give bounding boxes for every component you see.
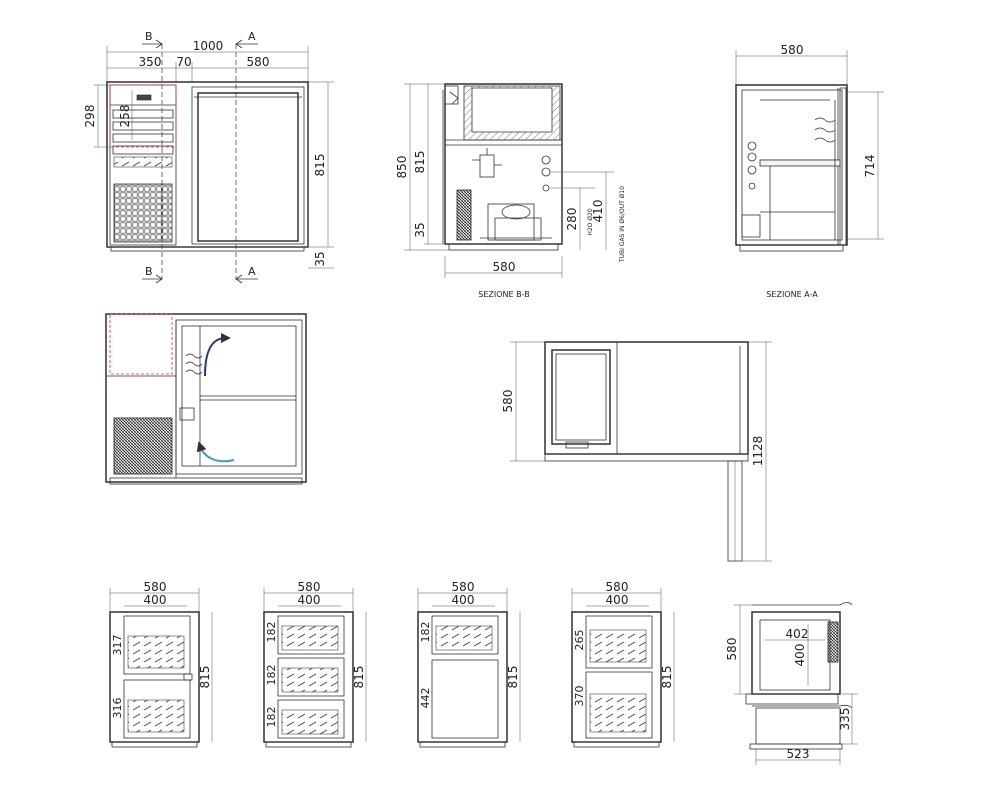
- section-b-marker-bottom: B: [145, 265, 153, 278]
- v1-d1-label: 317: [111, 635, 124, 656]
- drawer-variant-2: 580 400 182 182 182 815: [263, 580, 367, 748]
- drawer-detail: 580 402 400 335 523: [725, 602, 858, 765]
- v3-d1-label: 182: [419, 622, 432, 643]
- front-drawer-height-label: 258: [118, 105, 132, 128]
- bb-gas-label: TUBI GAS IN Ø6/OUT Ø10: [619, 186, 626, 263]
- front-door-width-label: 580: [247, 55, 270, 69]
- v2-d2-label: 182: [265, 665, 278, 686]
- v4-height-label: 815: [660, 666, 674, 689]
- v2-width-label: 580: [298, 580, 321, 594]
- front-panel-height-label: 298: [83, 105, 97, 128]
- front-total-width-label: 1000: [193, 39, 224, 53]
- control-display: [136, 94, 152, 101]
- drawer-variant-4: 580 400 265 370 815: [571, 580, 675, 748]
- v2-d3-label: 182: [265, 707, 278, 728]
- v1-height-label: 815: [198, 666, 212, 689]
- drawer-depth-label: 580: [725, 638, 739, 661]
- aa-width-label: 580: [781, 43, 804, 57]
- section-b-marker-top: B: [145, 30, 153, 43]
- v4-inner-label: 400: [606, 593, 629, 607]
- bb-total-height-label: 850: [395, 156, 409, 179]
- plan-view: 580 1128: [501, 341, 772, 562]
- bb-width-label: 580: [493, 260, 516, 274]
- v3-width-label: 580: [452, 580, 475, 594]
- v3-height-label: 815: [506, 666, 520, 689]
- section-a-marker-top: A: [248, 30, 256, 43]
- v1-d2-label: 316: [111, 698, 124, 719]
- interior-condenser-coil: [113, 417, 173, 475]
- v4-d2-label: 370: [573, 686, 586, 707]
- bb-plinth-label: 35: [413, 222, 427, 237]
- v1-inner-label: 400: [144, 593, 167, 607]
- v2-height-label: 815: [352, 666, 366, 689]
- front-elevation: 1000 350 70 580 B A B A: [83, 30, 334, 284]
- drawer-variant-3: 580 400 182 442 815: [417, 580, 521, 748]
- bb-body-height-label: 815: [413, 151, 427, 174]
- v3-d2-label: 442: [419, 688, 432, 709]
- bb-insulated-compartment: [463, 85, 561, 141]
- v2-d1-label: 182: [265, 622, 278, 643]
- section-bb: 850 815 35 280 H2O Ø20 410 TUBI GAS IN Ø…: [395, 83, 626, 299]
- drawer-inner-d-label: 400: [793, 644, 807, 667]
- v4-d1-label: 265: [573, 630, 586, 651]
- section-aa: 580 714 SEZIONE A-A: [735, 43, 884, 299]
- bb-pipe-h1-label: 280: [565, 208, 579, 231]
- v2-inner-label: 400: [298, 593, 321, 607]
- front-left-width-label: 350: [139, 55, 162, 69]
- v3-inner-label: 400: [452, 593, 475, 607]
- front-vent-strip: [113, 156, 173, 168]
- front-gap-label: 70: [176, 55, 191, 69]
- front-height-label: 815: [313, 154, 327, 177]
- plan-width-label: 1128: [751, 436, 765, 467]
- section-a-marker-bottom: A: [248, 265, 256, 278]
- v1-width-label: 580: [144, 580, 167, 594]
- interior-view: [105, 313, 307, 485]
- bb-pipe-h2-label: 410: [591, 200, 605, 223]
- drawer-inner-w-label: 402: [786, 627, 809, 641]
- front-condenser-grille: [113, 183, 173, 243]
- drawer-width-label: 523: [787, 747, 810, 761]
- front-plinth-label: 35: [313, 251, 327, 266]
- drawer-height-label: 335: [838, 708, 852, 731]
- airflow-out-arrow: [204, 333, 231, 377]
- bb-h2o-label: H2O Ø20: [587, 208, 594, 235]
- v4-width-label: 580: [606, 580, 629, 594]
- bb-condenser-coil: [456, 189, 472, 241]
- aa-height-label: 714: [863, 155, 877, 178]
- drawer-variant-1: 580 400 317 316 815: [109, 580, 213, 748]
- aa-section-caption: SEZIONE A-A: [766, 290, 818, 299]
- bb-section-caption: SEZIONE B-B: [478, 290, 529, 299]
- plan-depth-label: 580: [501, 390, 515, 413]
- airflow-in-arrow: [196, 441, 235, 463]
